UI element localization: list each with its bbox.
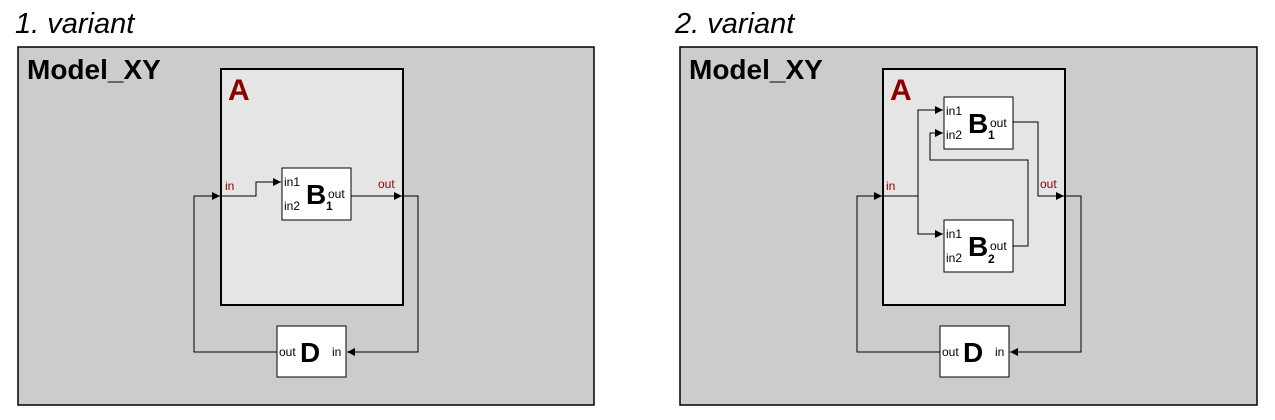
container-in-port-label: in [886,179,895,193]
block-b1-in2-label: in2 [284,199,300,213]
wire-in-to-b2-in1 [917,196,943,238]
block-b2-in1-label: in1 [946,227,962,241]
block-b1-subscript: 1 [326,199,333,213]
block-b1-out-label: out [328,187,345,201]
block-b1-subscript: 1 [988,128,995,142]
container-a-title: A [890,74,912,107]
block-d-name: D [963,337,983,368]
block-d-in-label: in [995,345,1004,359]
wire-in-to-b1-in1 [221,178,281,197]
wire-b2-out-to-b1-in2 [929,129,1029,247]
container-out-port-label: out [1040,177,1057,191]
block-d-box [276,325,347,378]
block-b1[interactable]: in1 in2 B 1 out [943,96,1014,150]
wire-d-out-to-container-in [856,192,940,353]
block-b2-in2-label: in2 [946,251,962,265]
wire-in-to-b1-in1 [883,106,943,197]
wire-b1-out-to-container-out [1013,121,1064,200]
container-a-title: A [228,74,250,107]
variant-1-title: 1. variant [15,8,136,40]
wire-container-out-to-d-in [1010,195,1082,356]
block-b1-in1-label: in1 [284,175,300,189]
block-b1-in1-label: in1 [946,104,962,118]
block-d[interactable]: out D in [276,325,347,378]
block-d-out-label: out [279,345,296,359]
wire-container-out-to-d-in [347,195,419,356]
variant-2-title: 2. variant [674,8,796,40]
block-b1-box [281,167,352,221]
container-in-port-label: in [225,179,234,193]
wire-d-out-to-container-in [193,192,277,353]
block-b1-box [943,96,1014,150]
block-d-name: D [300,337,320,368]
variant-1: 1. variant Model_XY A in out in1 in2 B 1… [15,8,595,406]
block-b2-subscript: 2 [988,252,995,266]
block-b1[interactable]: in1 in2 B 1 out [281,167,352,221]
block-b2-out-label: out [990,239,1007,253]
variant-2: 2. variant Model_XY A in out in1 in2 B 1… [674,8,1258,406]
block-d-out-label: out [942,345,959,359]
container-out-port-label: out [378,177,395,191]
model-title: Model_XY [27,54,161,85]
model-title: Model_XY [689,54,823,85]
block-b1-name: B [306,179,326,210]
block-d-box [939,325,1010,378]
block-b1-name: B [968,108,988,139]
block-b2-name: B [968,231,988,262]
block-b1-in2-label: in2 [946,128,962,142]
block-d[interactable]: out D in [939,325,1010,378]
block-b2[interactable]: in1 in2 B 2 out [943,219,1014,273]
block-b1-out-label: out [990,116,1007,130]
block-d-in-label: in [332,345,341,359]
